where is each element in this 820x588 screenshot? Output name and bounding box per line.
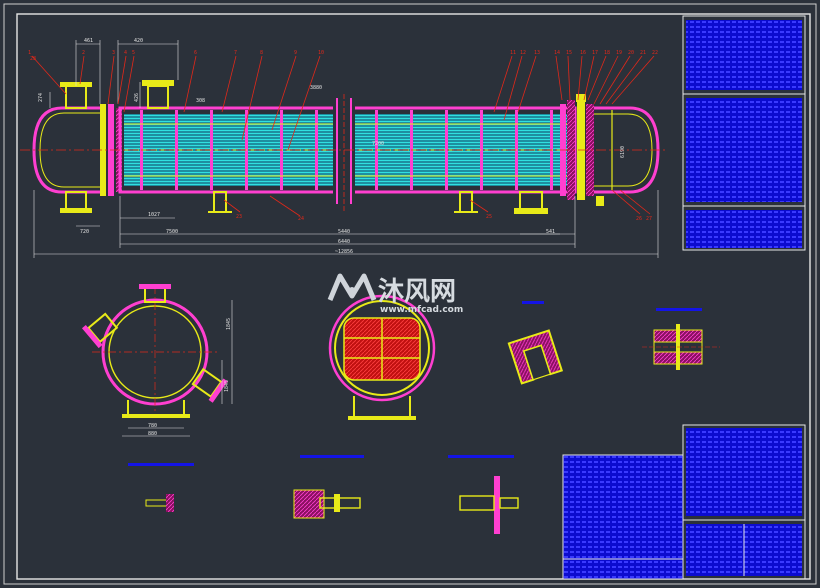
dim-length-b: 6440 [338, 239, 350, 245]
part-number-label: 8 [260, 50, 263, 56]
technical-data-table [682, 15, 806, 251]
part-number-label: 1 [28, 50, 31, 56]
part-number-label: 16 [580, 50, 586, 56]
part-number-label: 13 [534, 50, 540, 56]
detail-view-1 [507, 301, 564, 385]
section-dim-right: 1845 [226, 318, 232, 330]
dim-length-c: 7500 [166, 229, 178, 235]
dim-nozzle-width-a: 461 [84, 38, 93, 44]
section-view-tubesheet [328, 294, 436, 420]
dim-tube-len: 7200 [372, 141, 384, 147]
watermark-logo [327, 273, 377, 301]
part-number-label: 5 [132, 50, 135, 56]
part-number-label: 4 [124, 50, 127, 56]
part-number-label: 22 [652, 50, 658, 56]
dim-length-a: 5440 [338, 229, 350, 235]
detail-view-4 [293, 455, 364, 519]
part-number-label: 9 [294, 50, 297, 56]
part-number-label: 21 [640, 50, 646, 56]
section-dim-width-a: 780 [148, 423, 157, 429]
detail-view-2 [642, 308, 720, 370]
part-number-label: 2 [82, 50, 85, 56]
part-number-label: 17 [592, 50, 598, 56]
dim-length-e: 541 [546, 229, 555, 235]
dim-total-length: ~12856 [335, 249, 353, 255]
part-number-label: 18 [604, 50, 610, 56]
part-number-label: 11 [510, 50, 516, 56]
section-dim-left: 1845 [224, 380, 230, 392]
title-block [682, 424, 806, 580]
part-number-label: 15 [566, 50, 572, 56]
dim-baffle-gap: 308 [196, 98, 205, 104]
part-number-label: 3 [112, 50, 115, 56]
section-view-nozzles: 780 880 1845 1845 [81, 284, 233, 437]
part-number-label: 28 [30, 56, 36, 62]
dim-bottom-gap: 720 [80, 229, 89, 235]
watermark-url: www.mfcad.com [380, 305, 463, 315]
exchanger-elevation: ~12856 6440 5440 7500 541 1027 720 461 4… [20, 38, 668, 258]
part-number-label: 26 [636, 216, 642, 222]
part-number-label: 24 [298, 216, 304, 222]
part-number-label: 27 [646, 216, 652, 222]
part-number-label: 19 [616, 50, 622, 56]
part-number-label: 14 [554, 50, 560, 56]
part-number-label: 12 [520, 50, 526, 56]
part-number-label: 7 [234, 50, 237, 56]
part-number-label: 10 [318, 50, 324, 56]
watermark-cn-text: 沐风网 [378, 277, 456, 307]
part-number-label: 25 [486, 214, 492, 220]
site-watermark: 沐风网 www.mfcad.com [327, 273, 463, 315]
section-dim-width-b: 880 [148, 431, 157, 437]
detail-view-3 [128, 463, 194, 512]
part-number-label: 20 [628, 50, 634, 56]
dim-nozzle-mid-height: 426 [134, 93, 140, 102]
dim-shell-od: 3880 [310, 85, 322, 91]
detail-view-5 [448, 455, 519, 534]
dim-nozzle-left-height: 274 [38, 93, 44, 102]
part-number-label: 6 [194, 50, 197, 56]
outer-frame [3, 3, 817, 585]
dim-nozzle-width-b: 420 [134, 38, 143, 44]
dim-head-small: 6190 [620, 146, 626, 158]
inner-frame [16, 13, 811, 580]
part-number-label: 23 [236, 214, 242, 220]
dim-length-d: 1027 [148, 212, 160, 218]
parts-list-table [562, 454, 684, 580]
